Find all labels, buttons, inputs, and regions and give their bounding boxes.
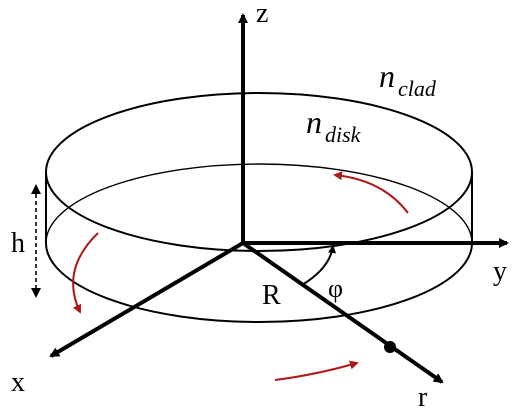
svg-text:n: n [306,104,322,140]
height-arrowhead-bottom [31,288,41,298]
disk-bottom-ellipse-back [45,163,473,244]
n-disk-label: n disk [306,104,362,147]
rotation-arrow-front [274,360,359,381]
phi-angle-arc [301,245,337,286]
svg-text:n: n [379,58,395,94]
svg-text:clad: clad [398,76,437,101]
radius-label: R [262,280,281,311]
rotation-arrow-left [72,232,99,314]
svg-text:disk: disk [325,122,362,147]
rotation-arrow-back [333,171,409,214]
y-axis-label: y [493,256,507,287]
x-axis [49,241,245,358]
phi-angle-label: φ [328,274,343,303]
disk-bottom-ellipse-front [45,242,473,323]
height-label: h [11,228,25,259]
z-axis-label: z [256,0,268,29]
n-clad-label: n clad [379,58,437,101]
height-arrowhead-top [31,184,41,194]
r-axis-label: r [418,382,428,408]
radius-point [384,341,396,353]
disk-top-ellipse [45,92,473,252]
x-axis-label: x [11,367,25,398]
r-axis [241,241,444,384]
